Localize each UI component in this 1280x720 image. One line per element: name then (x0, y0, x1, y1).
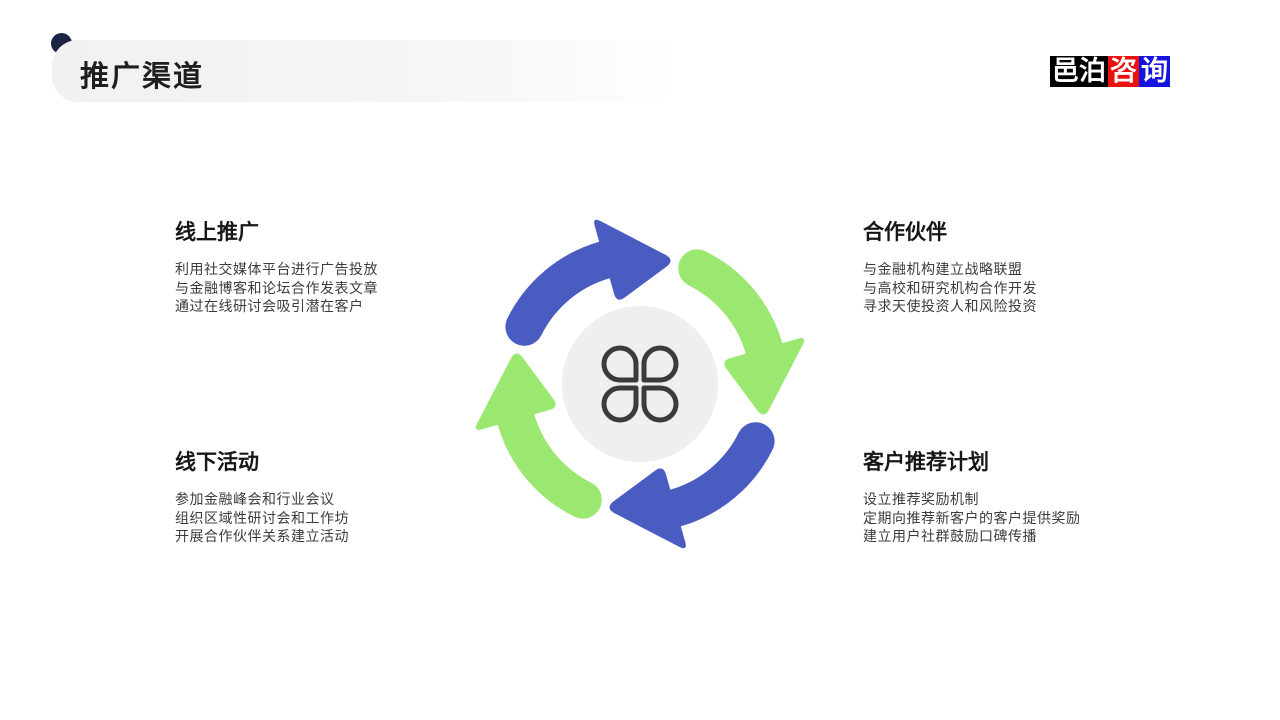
section-title: 线上推广 (175, 221, 259, 244)
section-line: 设立推荐奖励机制 (863, 491, 979, 507)
section-line: 组织区域性研讨会和工作坊 (175, 509, 349, 526)
section-line: 与金融机构建立战略联盟 (863, 261, 1023, 277)
section-online-promotion: 线上推广 利用社交媒体平台进行广告投放 与金融博客和论坛合作发表文章 通过在线研… (175, 220, 455, 316)
section-line: 与高校和研究机构合作开发 (863, 279, 1037, 296)
section-line: 利用社交媒体平台进行广告投放 (175, 261, 378, 277)
title-background-band (52, 40, 680, 102)
section-title: 客户推荐计划 (863, 451, 989, 474)
diagram-center-circle (562, 306, 718, 462)
section-line: 与金融博客和论坛合作发表文章 (175, 279, 378, 296)
section-offline-events: 线下活动 参加金融峰会和行业会议 组织区域性研讨会和工作坊 开展合作伙伴关系建立… (175, 450, 455, 546)
section-line: 参加金融峰会和行业会议 (175, 491, 335, 507)
logo-segment-red: 咨 (1108, 56, 1139, 87)
page-title: 推广渠道 (80, 61, 205, 93)
section-line: 寻求天使投资人和风险投资 (863, 298, 1037, 314)
section-line: 定期向推荐新客户的客户提供奖励 (863, 509, 1081, 526)
company-logo: 邑泊 咨 询 (1050, 56, 1170, 87)
section-line: 通过在线研讨会吸引潜在客户 (175, 298, 364, 314)
section-line: 建立用户社群鼓励口碑传播 (863, 528, 1037, 544)
section-title: 线下活动 (175, 451, 259, 474)
section-partners: 合作伙伴 与金融机构建立战略联盟 与高校和研究机构合作开发 寻求天使投资人和风险… (863, 220, 1143, 316)
logo-segment-black: 邑泊 (1050, 56, 1108, 87)
logo-segment-blue: 询 (1139, 56, 1170, 87)
section-line: 开展合作伙伴关系建立活动 (175, 528, 349, 544)
section-referral-program: 客户推荐计划 设立推荐奖励机制 定期向推荐新客户的客户提供奖励 建立用户社群鼓励… (863, 450, 1193, 546)
section-title: 合作伙伴 (863, 221, 947, 244)
